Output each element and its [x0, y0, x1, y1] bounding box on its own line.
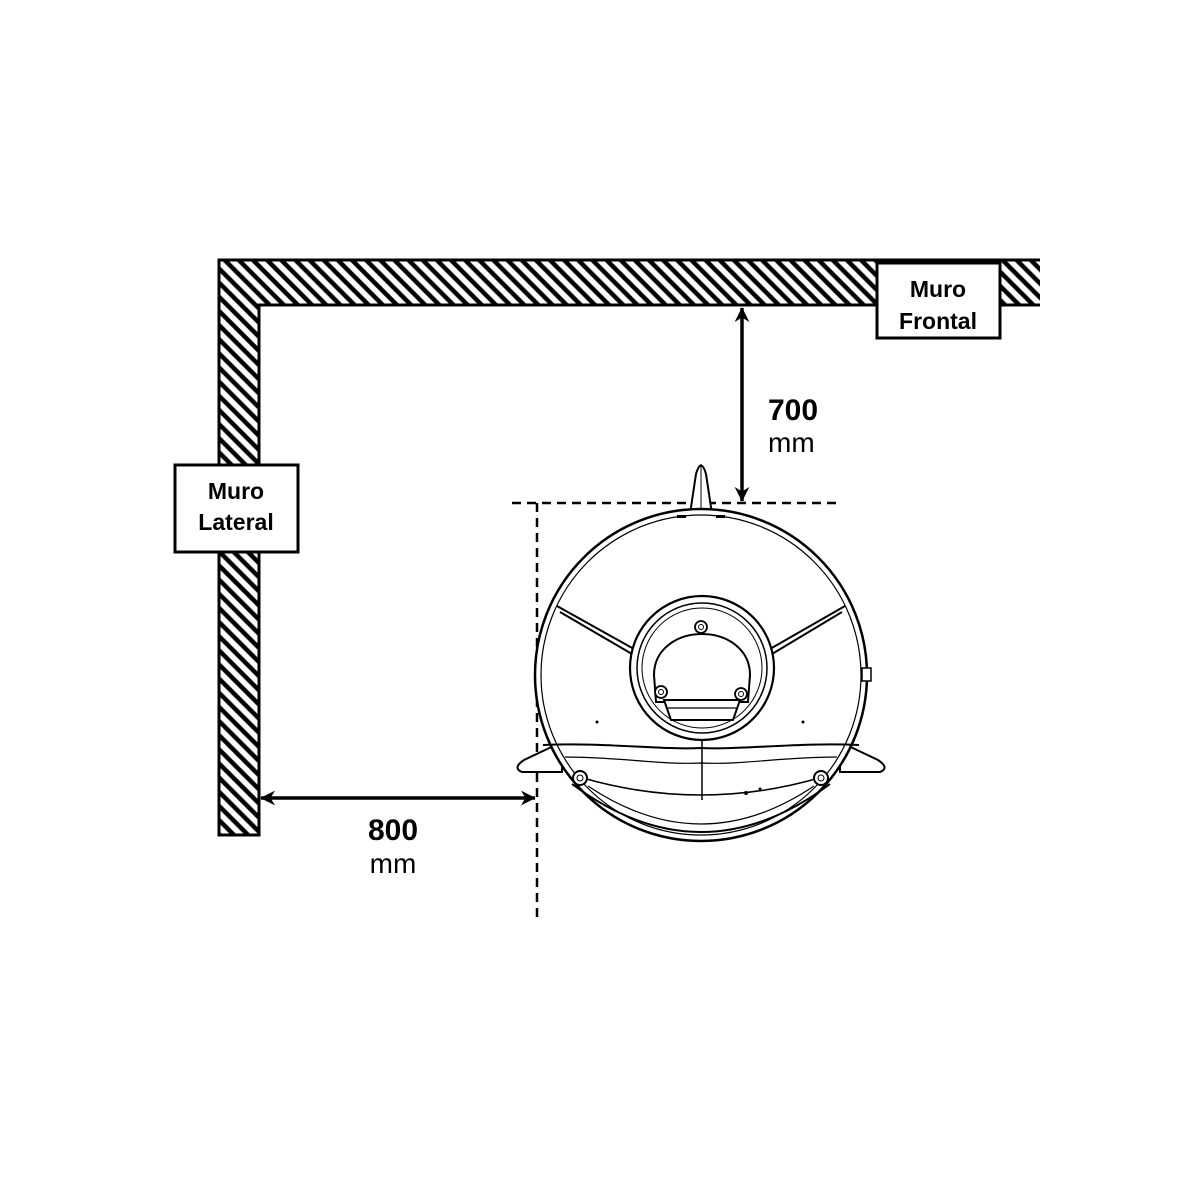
stove-front-panel-inner-edge — [564, 756, 838, 764]
stove-front-mark-2 — [758, 787, 762, 791]
front-wall-label-line2: Frontal — [899, 308, 977, 334]
stove-front-bolt-right — [813, 770, 829, 786]
stove-dot-left — [595, 720, 599, 724]
stove-right-panel-line — [769, 605, 846, 655]
stove-door-bolt-top — [694, 620, 708, 634]
side-clearance-dimension: 800 mm — [260, 790, 536, 879]
side-clearance-unit: mm — [370, 848, 417, 879]
front-clearance-value: 700 — [768, 394, 818, 427]
stove-front-bolt-left — [572, 770, 588, 786]
front-wall-label-box: Muro Frontal — [875, 261, 1002, 340]
stove-door-bolt-right — [734, 687, 748, 701]
stove-side-knob — [861, 667, 872, 682]
stove-front-ledge-outer — [571, 783, 831, 833]
stove-body-inner — [540, 514, 862, 836]
stove-top-mark-right — [716, 515, 725, 518]
side-wall-label-frame — [173, 463, 300, 554]
stove-grate — [662, 699, 742, 721]
stove-front-panel-bottom-edge — [582, 777, 820, 796]
stove-left-panel-line — [556, 605, 635, 655]
stove-top-view — [516, 464, 886, 843]
stove-right-fin — [839, 740, 886, 773]
stove-dot-right — [801, 720, 805, 724]
front-clearance-unit: mm — [768, 427, 815, 458]
side-wall-label-line2: Lateral — [198, 509, 273, 535]
stove-door-opening — [652, 632, 752, 703]
side-wall — [219, 305, 259, 835]
side-wall-label-box: Muro Lateral — [173, 463, 300, 554]
wall-outline — [217, 258, 1040, 837]
stove-door-ring-inner — [641, 607, 763, 729]
stove-top-mark-left — [677, 515, 686, 518]
stove-front-mark-1 — [744, 791, 748, 795]
stove-left-fin — [516, 740, 563, 773]
stove-front-ledge-inner — [587, 785, 815, 825]
stove-door-ring-middle — [636, 602, 768, 734]
stove-front-panel-top-edge — [542, 743, 860, 750]
front-clearance-dimension: 700 mm — [734, 307, 818, 502]
side-clearance-value: 800 — [368, 814, 418, 847]
front-wall-label-frame — [875, 261, 1002, 340]
front-wall-label-line1: Muro — [910, 276, 966, 302]
stove-door-bolt-left — [654, 685, 668, 699]
side-wall-label-line1: Muro — [208, 478, 264, 504]
